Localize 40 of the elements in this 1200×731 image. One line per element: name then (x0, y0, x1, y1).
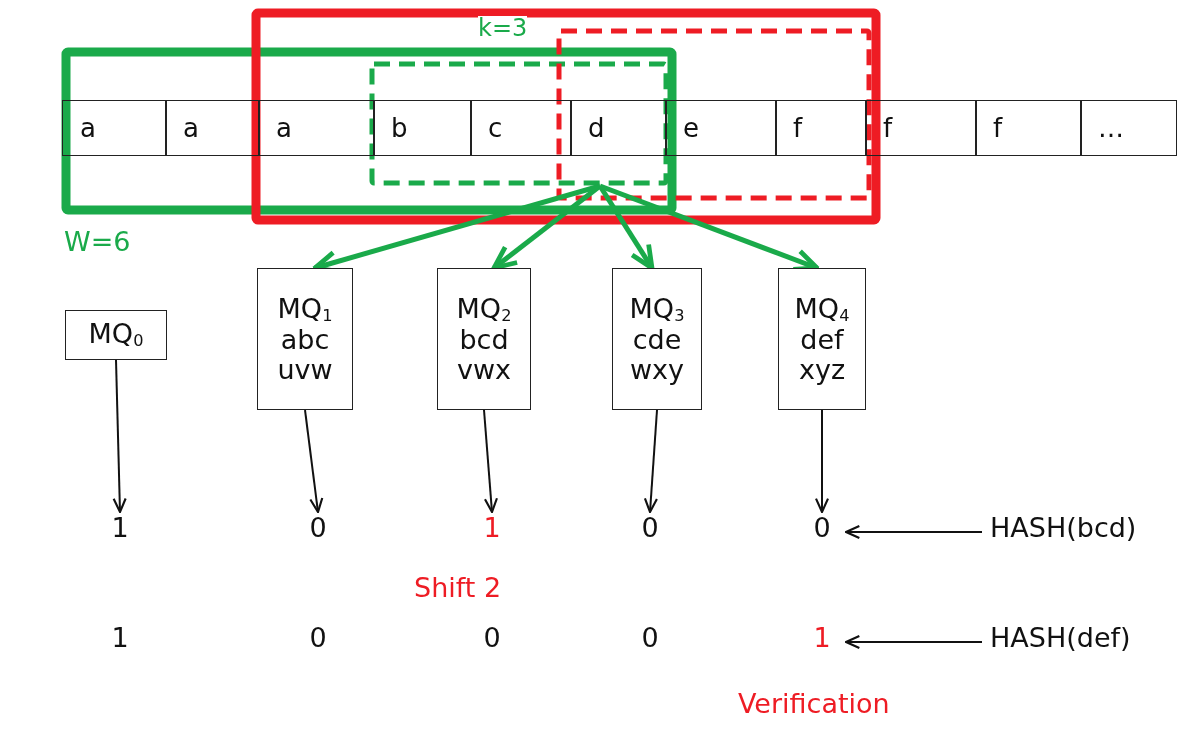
hash-label: HASH(bcd) (990, 512, 1190, 548)
arrow (597, 184, 655, 271)
bit-value: 1 (100, 622, 140, 658)
bit-value: 0 (630, 512, 670, 548)
array-cell: b (373, 100, 472, 156)
queue-box: MQ$_{4}$ def xyz (778, 268, 866, 410)
array-cell: … (1080, 100, 1177, 156)
queue-box: MQ$_{2}$ bcd vwx (437, 268, 531, 410)
array-cell: f (775, 100, 867, 156)
bit-value: 0 (298, 512, 338, 548)
arrow (643, 409, 658, 514)
arrow (483, 409, 498, 514)
queue-box: MQ$_{0}$ (65, 310, 167, 360)
queue-box: MQ$_{3}$ cde wxy (612, 268, 702, 410)
array-cell: a (165, 100, 260, 156)
bit-value: 0 (298, 622, 338, 658)
arrow (491, 184, 602, 271)
bit-value: 1 (802, 622, 842, 658)
array-cell: e (665, 100, 777, 156)
bit-value: 1 (472, 512, 512, 548)
bit-value: 0 (802, 512, 842, 548)
bit-value: 0 (630, 622, 670, 658)
arrow (844, 634, 983, 650)
window-size-label: W=6 (64, 226, 131, 257)
verification-label: Verification (738, 688, 890, 719)
shift-label: Shift 2 (414, 572, 502, 603)
array-cell: d (570, 100, 667, 156)
hash-label: HASH(def) (990, 622, 1190, 658)
arrow (844, 524, 983, 540)
arrow (304, 409, 324, 514)
array-cell: c (470, 100, 572, 156)
array-cell: a (258, 100, 375, 156)
array-cell: f (975, 100, 1082, 156)
bit-value: 0 (472, 622, 512, 658)
array-cell: f (865, 100, 977, 156)
bit-value: 1 (100, 512, 140, 548)
arrow (814, 409, 830, 514)
arrow (112, 359, 127, 514)
queue-box: MQ$_{1}$ abc uvw (257, 268, 353, 410)
array-cell: a (62, 100, 167, 156)
